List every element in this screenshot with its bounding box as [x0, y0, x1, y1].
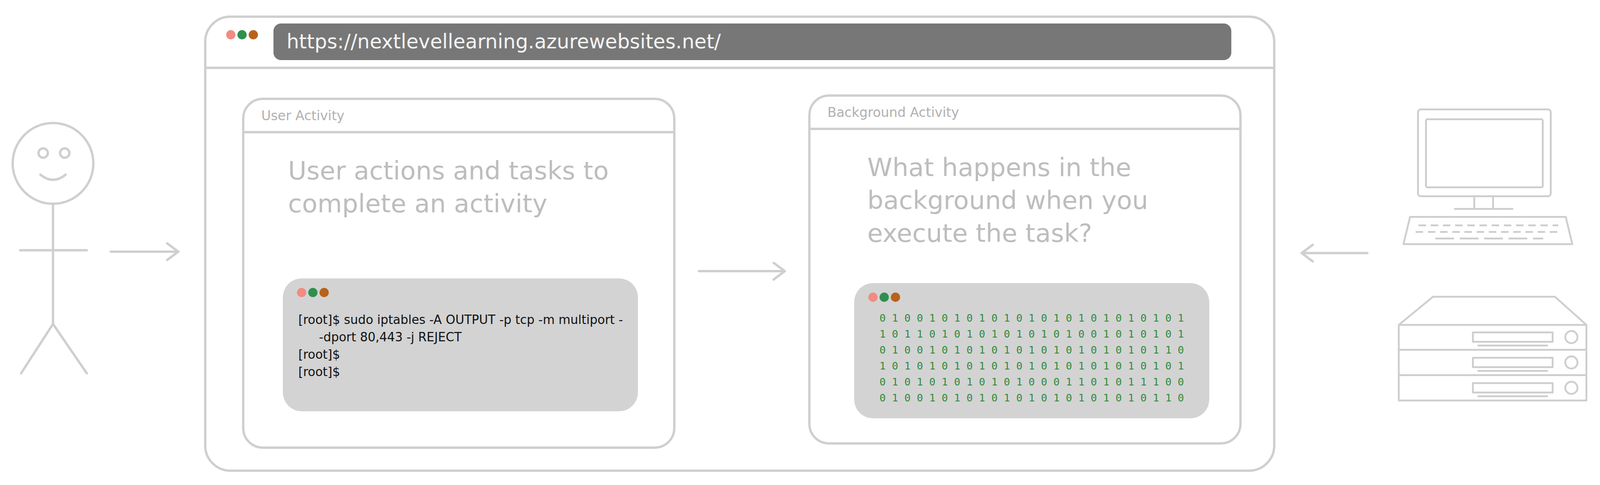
- browser-window: [root]$ sudo iptables -A OUTPUT -p tcp -…: [204, 15, 1276, 472]
- flow-arrow: [698, 269, 785, 273]
- window-dot: [868, 292, 878, 302]
- binary-line: 0 1 0 0 1 0 1 0 1 0 1 0 1 0 1 0 1 0 1 0 …: [863, 341, 1200, 358]
- server-rack: [1398, 296, 1587, 401]
- window-dot: [319, 287, 329, 297]
- binary-line: 1 0 1 0 1 0 1 0 1 0 1 0 1 0 1 0 1 0 1 0 …: [863, 357, 1200, 374]
- activity-panel: 0 1 0 0 1 0 1 0 1 0 1 0 1 0 1 0 1 0 1 0 …: [808, 94, 1242, 445]
- binary-line: 1 0 1 1 0 1 0 1 0 1 0 1 0 1 0 1 0 0 1 0 …: [863, 326, 1200, 342]
- command-line: [root]$: [298, 363, 624, 381]
- url-text: https://nextlevellearning.azurewebsites.…: [273, 23, 1232, 61]
- window-dots: [295, 284, 334, 300]
- terminal-box: 0 1 0 0 1 0 1 0 1 0 1 0 1 0 1 0 1 0 1 0 …: [854, 282, 1210, 418]
- header-rule: [244, 130, 674, 134]
- window-dot: [879, 292, 889, 302]
- activity-panel: [root]$ sudo iptables -A OUTPUT -p tcp -…: [242, 97, 676, 449]
- machine-arrow: [1301, 251, 1368, 255]
- window-dot: [296, 287, 307, 297]
- window-dot: [248, 30, 258, 40]
- panel-description: User actions and tasks to complete an ac…: [288, 154, 645, 220]
- window-dot: [237, 30, 247, 40]
- binary-line: 0 1 0 1 0 1 0 1 0 1 0 1 0 0 0 1 1 0 1 0 …: [863, 373, 1200, 390]
- window-dot: [890, 292, 901, 302]
- binary-line: 0 1 0 0 1 0 1 0 1 0 1 0 1 0 1 0 1 0 1 0 …: [863, 389, 1200, 406]
- command-line: [root]$ sudo iptables -A OUTPUT -p tcp -…: [298, 310, 624, 346]
- header-rule: [810, 127, 1240, 130]
- panel-heading: User Activity: [261, 106, 674, 126]
- binary-line: 0 1 0 0 1 0 1 0 1 0 1 0 1 0 1 0 1 0 1 0 …: [863, 310, 1200, 327]
- panel-description: What happens in the background when you …: [867, 151, 1173, 251]
- stick-figure: [12, 122, 94, 373]
- desktop-computer: [1403, 109, 1573, 244]
- window-dot: [226, 30, 236, 40]
- command-line: [root]$: [298, 345, 624, 364]
- window-dots: [225, 27, 263, 43]
- window-dots: [867, 289, 905, 305]
- terminal-box: [root]$ sudo iptables -A OUTPUT -p tcp -…: [282, 278, 638, 411]
- window-dot: [308, 287, 318, 297]
- header-rule: [206, 66, 1274, 69]
- user-arrow: [110, 250, 179, 253]
- panel-heading: Background Activity: [827, 103, 1240, 122]
